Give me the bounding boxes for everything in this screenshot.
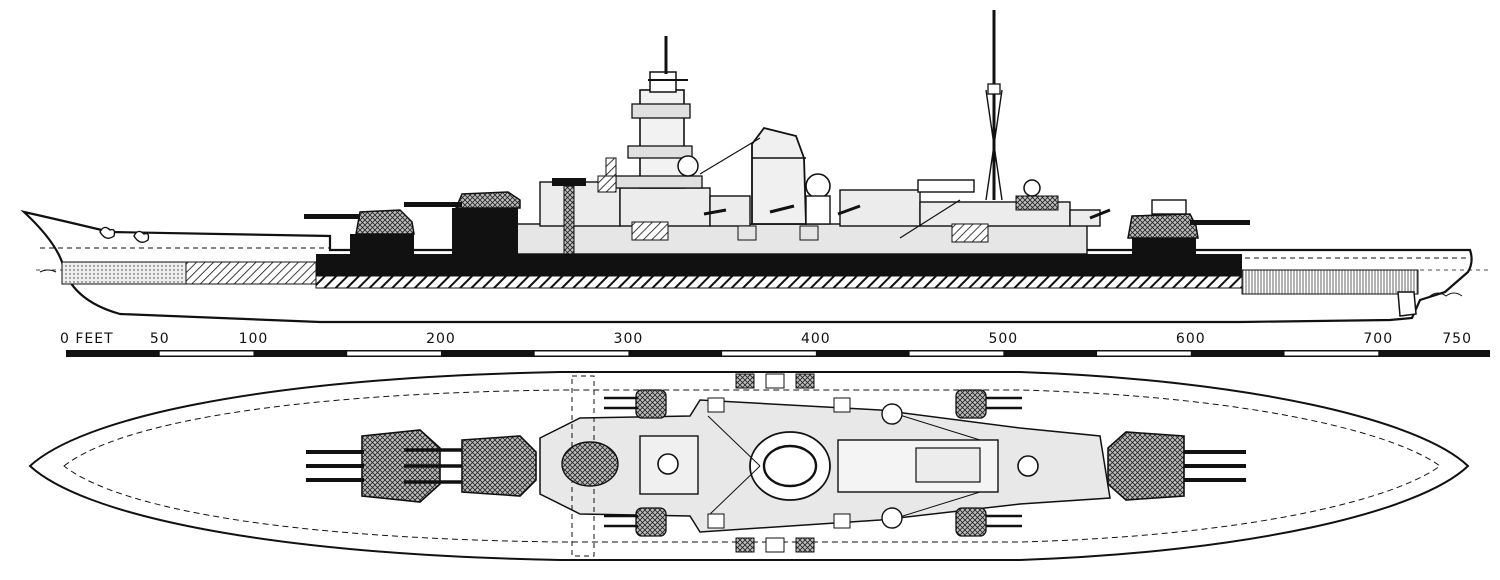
hawse-hole-1 xyxy=(99,226,116,239)
turret-anton-side xyxy=(304,209,415,272)
hawse-hole-2 xyxy=(133,230,150,243)
scale-tick-labels: 50 100 200 300 400 500 600 700 750 xyxy=(150,331,1472,347)
scale-bar-segments xyxy=(159,351,1379,356)
turret-bruno-plan xyxy=(404,435,537,497)
scale-segment-light xyxy=(722,351,816,356)
scale-tick-label: 300 xyxy=(614,331,644,347)
scale-tick-label: 500 xyxy=(988,331,1018,347)
lower-belt-hatched xyxy=(315,275,1243,289)
rudder xyxy=(1397,291,1417,317)
scale-segment-light xyxy=(534,351,629,356)
scale-tick-label: 200 xyxy=(426,331,456,347)
scale-segment-light xyxy=(347,351,441,356)
turret-dora-side xyxy=(1127,199,1250,274)
aft-director xyxy=(917,179,975,193)
scale-tick-label: 100 xyxy=(239,331,269,347)
side-elevation xyxy=(20,10,1490,324)
scale-bar: 0 FEET 50 100 200 300 400 500 600 700 750 xyxy=(60,331,1490,357)
scale-segment-light xyxy=(909,351,1004,356)
bow-armor-dotted xyxy=(61,261,187,285)
scale-tick-label: 750 xyxy=(1442,331,1472,347)
plan-view xyxy=(28,371,1470,561)
main-belt-black xyxy=(316,254,1242,276)
scale-tick-label: 400 xyxy=(801,331,831,347)
aircraft-crane xyxy=(563,185,575,255)
scale-tick-label: 600 xyxy=(1176,331,1206,347)
scale-segment-light xyxy=(159,351,254,356)
scale-segment-light xyxy=(1097,351,1191,356)
scale-tick-label: 50 xyxy=(150,331,170,347)
scale-unit-label: 0 FEET xyxy=(60,331,114,347)
turret-dora-plan xyxy=(1107,431,1246,501)
scale-tick-label: 700 xyxy=(1363,331,1393,347)
bow-armor-hatched xyxy=(185,261,317,285)
stern-belt xyxy=(1241,269,1419,295)
turret-anton-plan xyxy=(306,429,441,503)
secondary-turrets-plan xyxy=(604,373,1022,553)
turret-bruno-side xyxy=(404,191,521,272)
aa-director-1 xyxy=(805,173,831,199)
scale-segment-light xyxy=(1284,351,1379,356)
